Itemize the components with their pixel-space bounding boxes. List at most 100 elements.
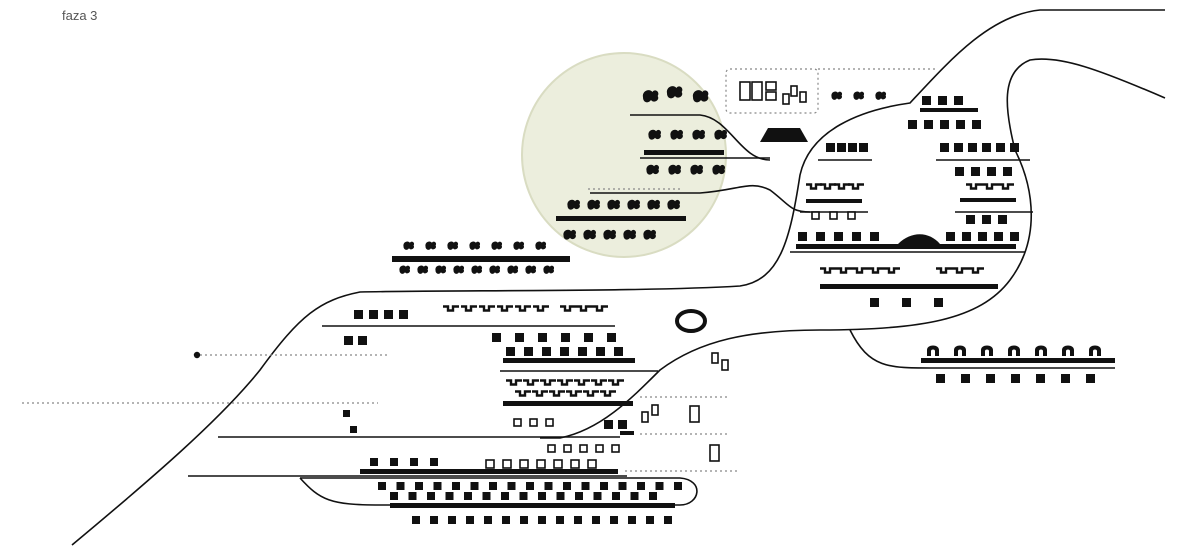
square-icon bbox=[448, 516, 456, 524]
square-icon bbox=[434, 482, 442, 490]
square-icon bbox=[557, 492, 565, 500]
square-icon bbox=[501, 492, 509, 500]
blob-icon bbox=[647, 200, 660, 210]
square-icon bbox=[966, 215, 975, 224]
blob-icon bbox=[507, 265, 518, 273]
hollow-square-icon bbox=[486, 460, 494, 468]
square-icon bbox=[415, 482, 423, 490]
blob-icon bbox=[453, 265, 464, 273]
blob-icon bbox=[543, 265, 554, 273]
zigzag-icon bbox=[820, 185, 836, 189]
cross-icon bbox=[643, 90, 659, 102]
arch-icon bbox=[927, 346, 939, 357]
square-icon bbox=[358, 336, 367, 345]
square-icon bbox=[816, 232, 825, 241]
square-icon bbox=[412, 516, 420, 524]
zigzag-icon bbox=[497, 307, 513, 311]
square-icon bbox=[1010, 143, 1019, 152]
zigzag-icon bbox=[848, 185, 864, 189]
dot bbox=[194, 352, 200, 358]
blob-icon bbox=[627, 200, 640, 210]
square-icon bbox=[560, 347, 569, 356]
hollow-square-icon bbox=[783, 94, 789, 104]
square-icon bbox=[508, 482, 516, 490]
square-icon bbox=[986, 374, 995, 383]
blob-icon bbox=[853, 91, 864, 99]
square-icon bbox=[940, 120, 949, 129]
blob-icon bbox=[714, 130, 727, 140]
square-icon bbox=[399, 310, 408, 319]
arch-icon bbox=[1089, 346, 1101, 357]
hollow-square-icon bbox=[588, 460, 596, 468]
zigzag-icon bbox=[574, 381, 590, 385]
blob-icon bbox=[623, 230, 636, 240]
hollow-square-icon bbox=[766, 82, 776, 90]
blob-icon bbox=[471, 265, 482, 273]
square-icon bbox=[902, 298, 911, 307]
square-icon bbox=[343, 410, 350, 417]
square-icon bbox=[934, 298, 943, 307]
square-icon bbox=[982, 215, 991, 224]
square-icon bbox=[354, 310, 363, 319]
hollow-square-icon bbox=[537, 460, 545, 468]
square-icon bbox=[938, 96, 947, 105]
square-icon bbox=[524, 347, 533, 356]
square-icon bbox=[575, 492, 583, 500]
blob-icon bbox=[648, 130, 661, 140]
ring-icon bbox=[677, 311, 705, 331]
blob-icon bbox=[667, 200, 680, 210]
zigzag-icon bbox=[868, 269, 884, 273]
square-icon bbox=[582, 482, 590, 490]
zigzag-icon bbox=[936, 269, 952, 273]
square-icon bbox=[520, 516, 528, 524]
square-icon bbox=[561, 333, 570, 342]
zigzag-icon bbox=[966, 185, 982, 189]
zigzag-icon bbox=[560, 307, 576, 311]
square-icon bbox=[908, 120, 917, 129]
zigzag-icon bbox=[884, 269, 900, 273]
hollow-square-icon bbox=[830, 212, 837, 219]
square-icon bbox=[492, 333, 501, 342]
blob-icon bbox=[403, 241, 414, 249]
square-icon bbox=[526, 482, 534, 490]
square-icon bbox=[826, 143, 835, 152]
square-icon bbox=[563, 482, 571, 490]
zigzag-icon bbox=[806, 185, 822, 189]
arch-icon bbox=[954, 346, 966, 357]
blob-icon bbox=[643, 230, 656, 240]
hollow-square-icon bbox=[571, 460, 579, 468]
square-icon bbox=[834, 232, 843, 241]
square-icon bbox=[1061, 374, 1070, 383]
square-icon bbox=[614, 347, 623, 356]
square-icon bbox=[870, 232, 879, 241]
zigzag-icon bbox=[532, 392, 548, 396]
arch-icon bbox=[1062, 346, 1074, 357]
zigzag-icon bbox=[820, 269, 836, 273]
blob-icon bbox=[535, 241, 546, 249]
square-icon bbox=[619, 482, 627, 490]
square-icon bbox=[520, 492, 528, 500]
square-icon bbox=[538, 516, 546, 524]
blob-icon bbox=[583, 230, 596, 240]
zigzag-icon bbox=[515, 392, 531, 396]
hollow-square-icon bbox=[554, 460, 562, 468]
square-icon bbox=[954, 96, 963, 105]
square-icon bbox=[464, 492, 472, 500]
hollow-square-icon bbox=[612, 445, 619, 452]
square-icon bbox=[1010, 232, 1019, 241]
hollow-square-icon bbox=[580, 445, 587, 452]
blob-icon bbox=[692, 130, 705, 140]
hollow-square-icon bbox=[722, 360, 728, 370]
square-icon bbox=[940, 143, 949, 152]
zigzag-icon bbox=[515, 307, 531, 311]
blob-icon bbox=[489, 265, 500, 273]
hollow-square-icon bbox=[530, 419, 537, 426]
zigzag-icon bbox=[600, 392, 616, 396]
hollow-square-icon bbox=[596, 445, 603, 452]
zigzag-icon bbox=[557, 381, 573, 385]
square-icon bbox=[556, 516, 564, 524]
square-icon bbox=[600, 482, 608, 490]
cross-icon bbox=[667, 86, 683, 98]
blob-icon bbox=[425, 241, 436, 249]
